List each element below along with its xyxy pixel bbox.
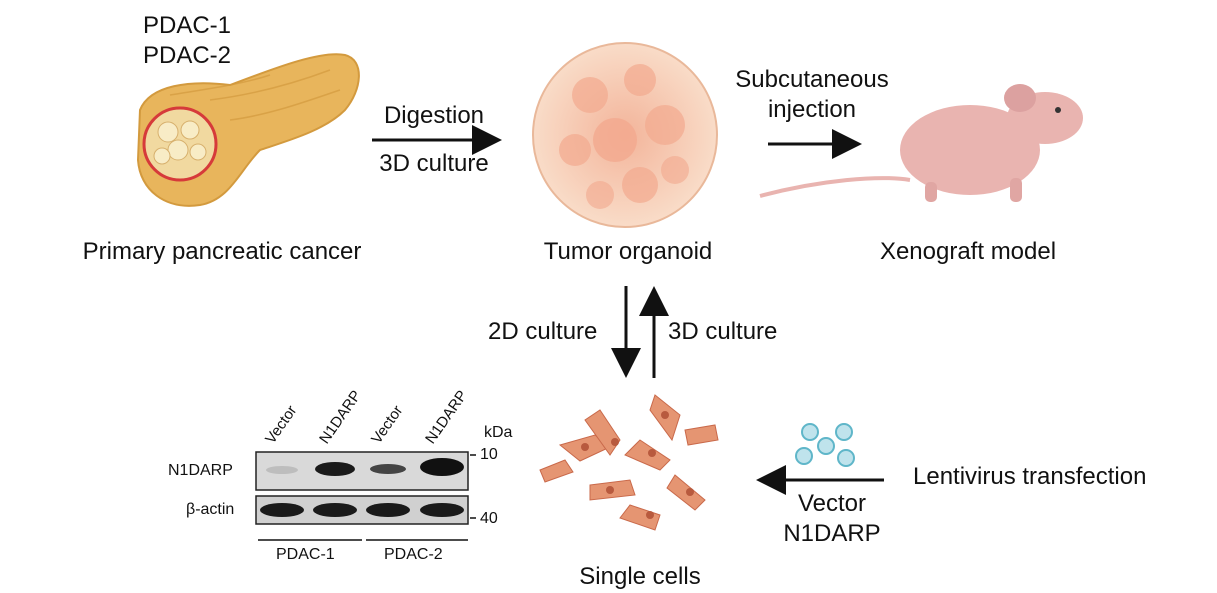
marker-10-label: 10 [480, 446, 498, 463]
culture-3d-label-right: 3D culture [668, 318, 778, 345]
row-label-n1darp: N1DARP [168, 462, 233, 479]
pancreas-illustration [136, 53, 360, 207]
organoid-illustration [532, 42, 718, 228]
injection-label: injection [767, 96, 857, 123]
pdac-1-label: PDAC-1 [143, 12, 232, 39]
single-cells-label: Single cells [579, 563, 701, 590]
culture-2d-label: 2D culture [488, 318, 598, 345]
western-blot [255, 451, 476, 541]
organoid-label: Tumor organoid [543, 238, 713, 265]
xenograft-label: Xenograft model [879, 238, 1057, 265]
digestion-label: Digestion [383, 102, 485, 129]
primary-cancer-label: Primary pancreatic cancer [82, 238, 362, 265]
virus-particles [795, 423, 855, 467]
marker-40-label: 40 [480, 510, 498, 527]
vector-label: Vector [797, 490, 867, 517]
culture-3d-label-top: 3D culture [379, 150, 489, 177]
subcutaneous-label: Subcutaneous [735, 66, 889, 93]
n1darp-label: N1DARP [783, 520, 881, 547]
group-label-pdac-1: PDAC-1 [276, 546, 335, 563]
lentivirus-label: Lentivirus transfection [913, 463, 1147, 490]
mouse-illustration [759, 84, 1083, 202]
single-cells-illustration [539, 394, 719, 531]
row-label-actin: β-actin [186, 501, 235, 518]
pdac-2-label: PDAC-2 [143, 42, 232, 69]
kda-label: kDa [484, 424, 513, 441]
group-label-pdac-2: PDAC-2 [384, 546, 443, 563]
